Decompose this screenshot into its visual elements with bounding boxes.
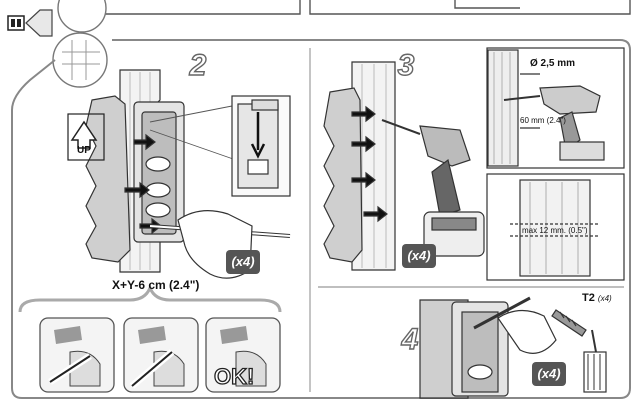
- spacing-label: X+Y-6 cm (2.4"): [112, 278, 200, 292]
- step-number-3: 3: [397, 48, 415, 82]
- panel4-illustration: [419, 296, 557, 399]
- panel3-inset-gap: [486, 173, 625, 281]
- panel3-illustration: [323, 61, 485, 271]
- max-gap-label: max 12 mm. (0.5"): [522, 226, 588, 235]
- top-strip: [60, 0, 631, 15]
- step-number-2: 2: [189, 48, 207, 82]
- screw-qty: (x4): [597, 294, 612, 303]
- screwdriver-icon: [583, 329, 607, 393]
- main-frame: [11, 39, 631, 399]
- screw-icon: [551, 309, 587, 337]
- next-page-icon: [7, 9, 53, 37]
- panel2-illustration: [85, 69, 291, 279]
- panel4-quantity-badge: (x4): [532, 362, 566, 386]
- drill-depth-label: 60 mm (2.4"): [520, 116, 566, 125]
- zoom-circle-main: [52, 32, 108, 88]
- zoom-circle-top: [57, 0, 107, 33]
- up-arrow-icon: [67, 113, 105, 161]
- panel3-quantity-badge: (x4): [402, 244, 436, 268]
- option-correct: [205, 317, 281, 393]
- panel3-inset-drill: [486, 47, 625, 169]
- screw-ref: T2: [582, 292, 595, 304]
- panel2-inset: [231, 95, 291, 197]
- ok-label: OK!: [213, 363, 255, 389]
- option-wrong-1: [39, 317, 115, 393]
- panel2-quantity-badge: (x4): [226, 250, 260, 274]
- option-wrong-2: [123, 317, 199, 393]
- step-number-4: 4: [401, 322, 419, 356]
- drill-diameter-label: Ø 2,5 mm: [530, 58, 576, 69]
- up-label: UP: [77, 145, 91, 156]
- options-brace: [18, 284, 282, 313]
- screw-ref-label: T2 (x4): [582, 292, 612, 304]
